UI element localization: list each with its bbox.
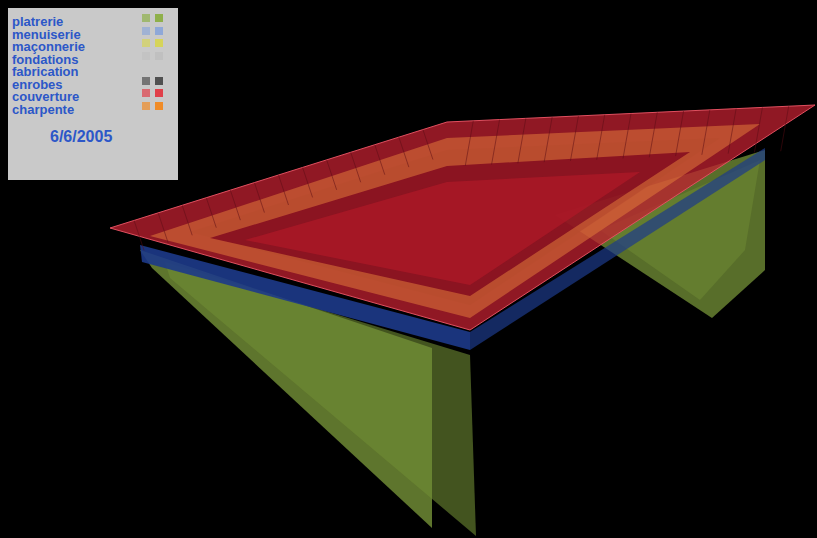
roof-rib xyxy=(134,220,144,250)
legend-swatch xyxy=(155,89,163,97)
roof-rib xyxy=(303,167,313,197)
roof-rib xyxy=(351,152,361,182)
roof-rib xyxy=(182,205,192,235)
roof-inner xyxy=(245,172,640,285)
date-label: 6/6/2005 xyxy=(50,128,112,146)
legend-entry: fabrication xyxy=(12,62,172,74)
legend-entry: enrobes xyxy=(12,75,172,87)
roof-rib xyxy=(781,106,789,151)
legend-entry: platrerie xyxy=(12,12,172,24)
legend-entry: menuiserie xyxy=(12,25,172,37)
roof-rib xyxy=(597,115,605,160)
legend-swatch xyxy=(142,39,150,47)
roof-rib xyxy=(518,118,526,163)
roof-rib xyxy=(544,117,552,162)
roof-rib xyxy=(399,137,409,167)
legend-swatch xyxy=(142,102,150,110)
roof-rib xyxy=(492,120,500,165)
legend-swatch xyxy=(155,52,163,60)
legend-swatch xyxy=(155,102,163,110)
legend-swatch xyxy=(155,14,163,22)
legend-swatch xyxy=(142,89,150,97)
roof-rib xyxy=(728,109,736,154)
roof-covering xyxy=(110,105,815,330)
roof-rib xyxy=(465,121,473,166)
legend-swatch xyxy=(155,39,163,47)
roof-ribs xyxy=(134,106,789,250)
roof-rib xyxy=(676,111,684,156)
roof-rib xyxy=(375,145,385,175)
legend-entry: couverture xyxy=(12,87,172,99)
legend-entry: fondations xyxy=(12,50,172,62)
legend-text: charpente xyxy=(12,102,74,117)
legend-swatch xyxy=(155,77,163,85)
roof-rib xyxy=(570,116,578,161)
roof-rib xyxy=(206,198,216,228)
roof-rib xyxy=(279,175,289,205)
legend-swatch xyxy=(142,27,150,35)
roof-rib xyxy=(254,183,264,213)
roof-rib xyxy=(423,130,433,160)
roof-rib xyxy=(702,110,710,155)
legend-swatch xyxy=(142,14,150,22)
legend-swatch xyxy=(142,52,150,60)
roof-rib xyxy=(623,114,631,159)
legend-swatch xyxy=(155,27,163,35)
roof-rib xyxy=(230,190,240,220)
legend-entry: charpente xyxy=(12,100,172,112)
roof-rib xyxy=(754,107,762,152)
roof-rib xyxy=(158,213,168,243)
roof-framework xyxy=(150,124,760,318)
legend-swatch xyxy=(142,77,150,85)
legend-entry: maçonnerie xyxy=(12,37,172,49)
roof-rib xyxy=(327,160,337,190)
roof-rib xyxy=(649,112,657,157)
